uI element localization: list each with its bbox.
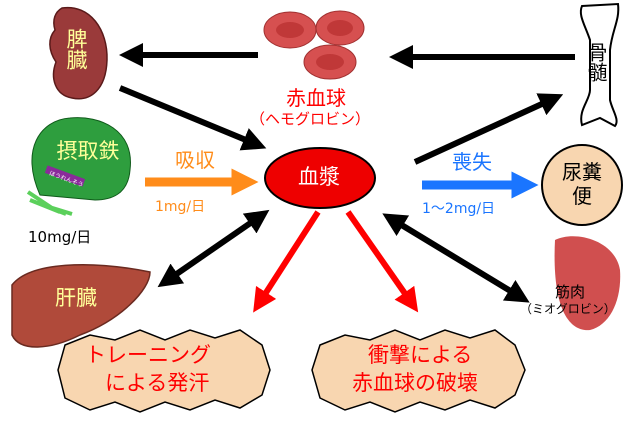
arrow-plasma-to-marrow: [413, 93, 564, 165]
red-blood-cells-icon: [263, 10, 365, 80]
hemolysis-starburst: [311, 329, 526, 413]
arrow-plasma-muscle: [382, 213, 530, 303]
sweat-line-1: トレーニング: [85, 343, 211, 367]
sweat-starburst: [57, 329, 271, 413]
sweat-line-2: による発汗: [105, 371, 210, 395]
loss-amount: 1〜2mg/日: [422, 201, 496, 217]
dietary-iron-amount: 10mg/日: [28, 228, 92, 246]
plasma-label: 血漿: [298, 165, 340, 189]
rbc-label: 赤血球: [286, 86, 346, 110]
excretion-label: 尿糞便: [562, 160, 602, 208]
excretion-circle: [541, 144, 623, 226]
bone-marrow-label: 骨髄: [584, 42, 608, 82]
arrow-plasma-to-hemolysis: [345, 210, 419, 313]
absorption-label: 吸収: [175, 148, 215, 172]
bone-icon: [579, 2, 620, 128]
muscle-sublabel: （ミオグロビン）: [520, 302, 616, 316]
absorption-amount: 1mg/日: [155, 199, 206, 215]
muscle-label: 筋肉: [555, 283, 586, 301]
arrow-plasma-liver: [157, 209, 270, 288]
plasma-ellipse: [264, 147, 376, 209]
arrow-plasma-to-sweat: [253, 210, 321, 313]
arrow-spleen-to-plasma: [118, 85, 267, 151]
spinach-icon: [26, 117, 131, 216]
hemolysis-line-2: 赤血球の破壊: [352, 371, 478, 395]
spleen-icon: [49, 6, 108, 100]
rbc-sublabel: （ヘモグロビン）: [250, 110, 371, 128]
loss-label: 喪失: [452, 150, 492, 174]
muscle-icon: [554, 236, 621, 331]
spleen-label: 脾臓: [64, 28, 88, 70]
hemolysis-line-1: 衝撃による: [368, 343, 473, 367]
liver-label: 肝臓: [55, 286, 97, 310]
liver-icon: [11, 264, 151, 348]
dietary-iron-label: 摂取鉄: [56, 139, 120, 163]
